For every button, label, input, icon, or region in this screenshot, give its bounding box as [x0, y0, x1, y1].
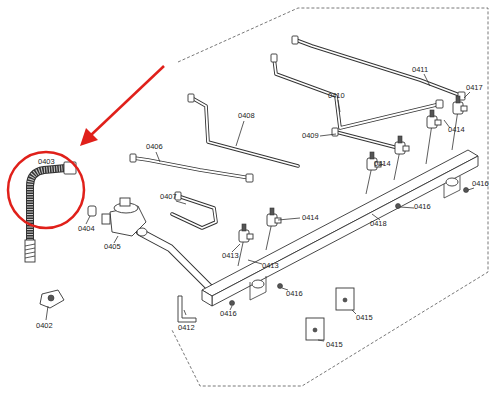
- callout-number: 0414: [374, 160, 391, 168]
- manifold-rail: [202, 150, 478, 306]
- pressure-regulator: [102, 198, 147, 236]
- callout-number: 0405: [104, 243, 121, 251]
- callout-number: 0416: [286, 290, 303, 298]
- callout-number: 0409: [302, 132, 319, 140]
- leader-lines: [46, 74, 474, 341]
- callout-number: 0416: [472, 180, 489, 188]
- callout-number: 0404: [78, 225, 95, 233]
- brackets-screws: [178, 188, 469, 341]
- callout-number: 0417: [466, 84, 483, 92]
- red-annotation: [8, 66, 164, 228]
- flex-gas-line: [25, 162, 96, 308]
- callout-number: 0412: [178, 324, 195, 332]
- callout-number: 0413: [222, 252, 239, 260]
- callout-number: 0416: [414, 203, 431, 211]
- callout-number: 0411: [412, 66, 428, 74]
- callout-number: 0403: [38, 158, 55, 166]
- dashed-boundary: [172, 8, 488, 386]
- callout-number: 0414: [302, 214, 319, 222]
- callout-number: 0410: [328, 92, 345, 100]
- callout-number: 0415: [326, 341, 343, 349]
- callout-number: 0402: [36, 322, 53, 330]
- callout-number: 0408: [238, 112, 255, 120]
- callout-number: 0406: [146, 143, 163, 151]
- callout-number: 0407: [160, 193, 177, 201]
- tube-fittings: [130, 36, 465, 200]
- callout-number: 0416: [220, 310, 237, 318]
- callout-number: 0413: [262, 262, 279, 270]
- callout-number: 0415: [356, 314, 373, 322]
- valves: [238, 96, 467, 266]
- callout-number: 0414: [448, 126, 465, 134]
- callout-number: 0418: [370, 220, 387, 228]
